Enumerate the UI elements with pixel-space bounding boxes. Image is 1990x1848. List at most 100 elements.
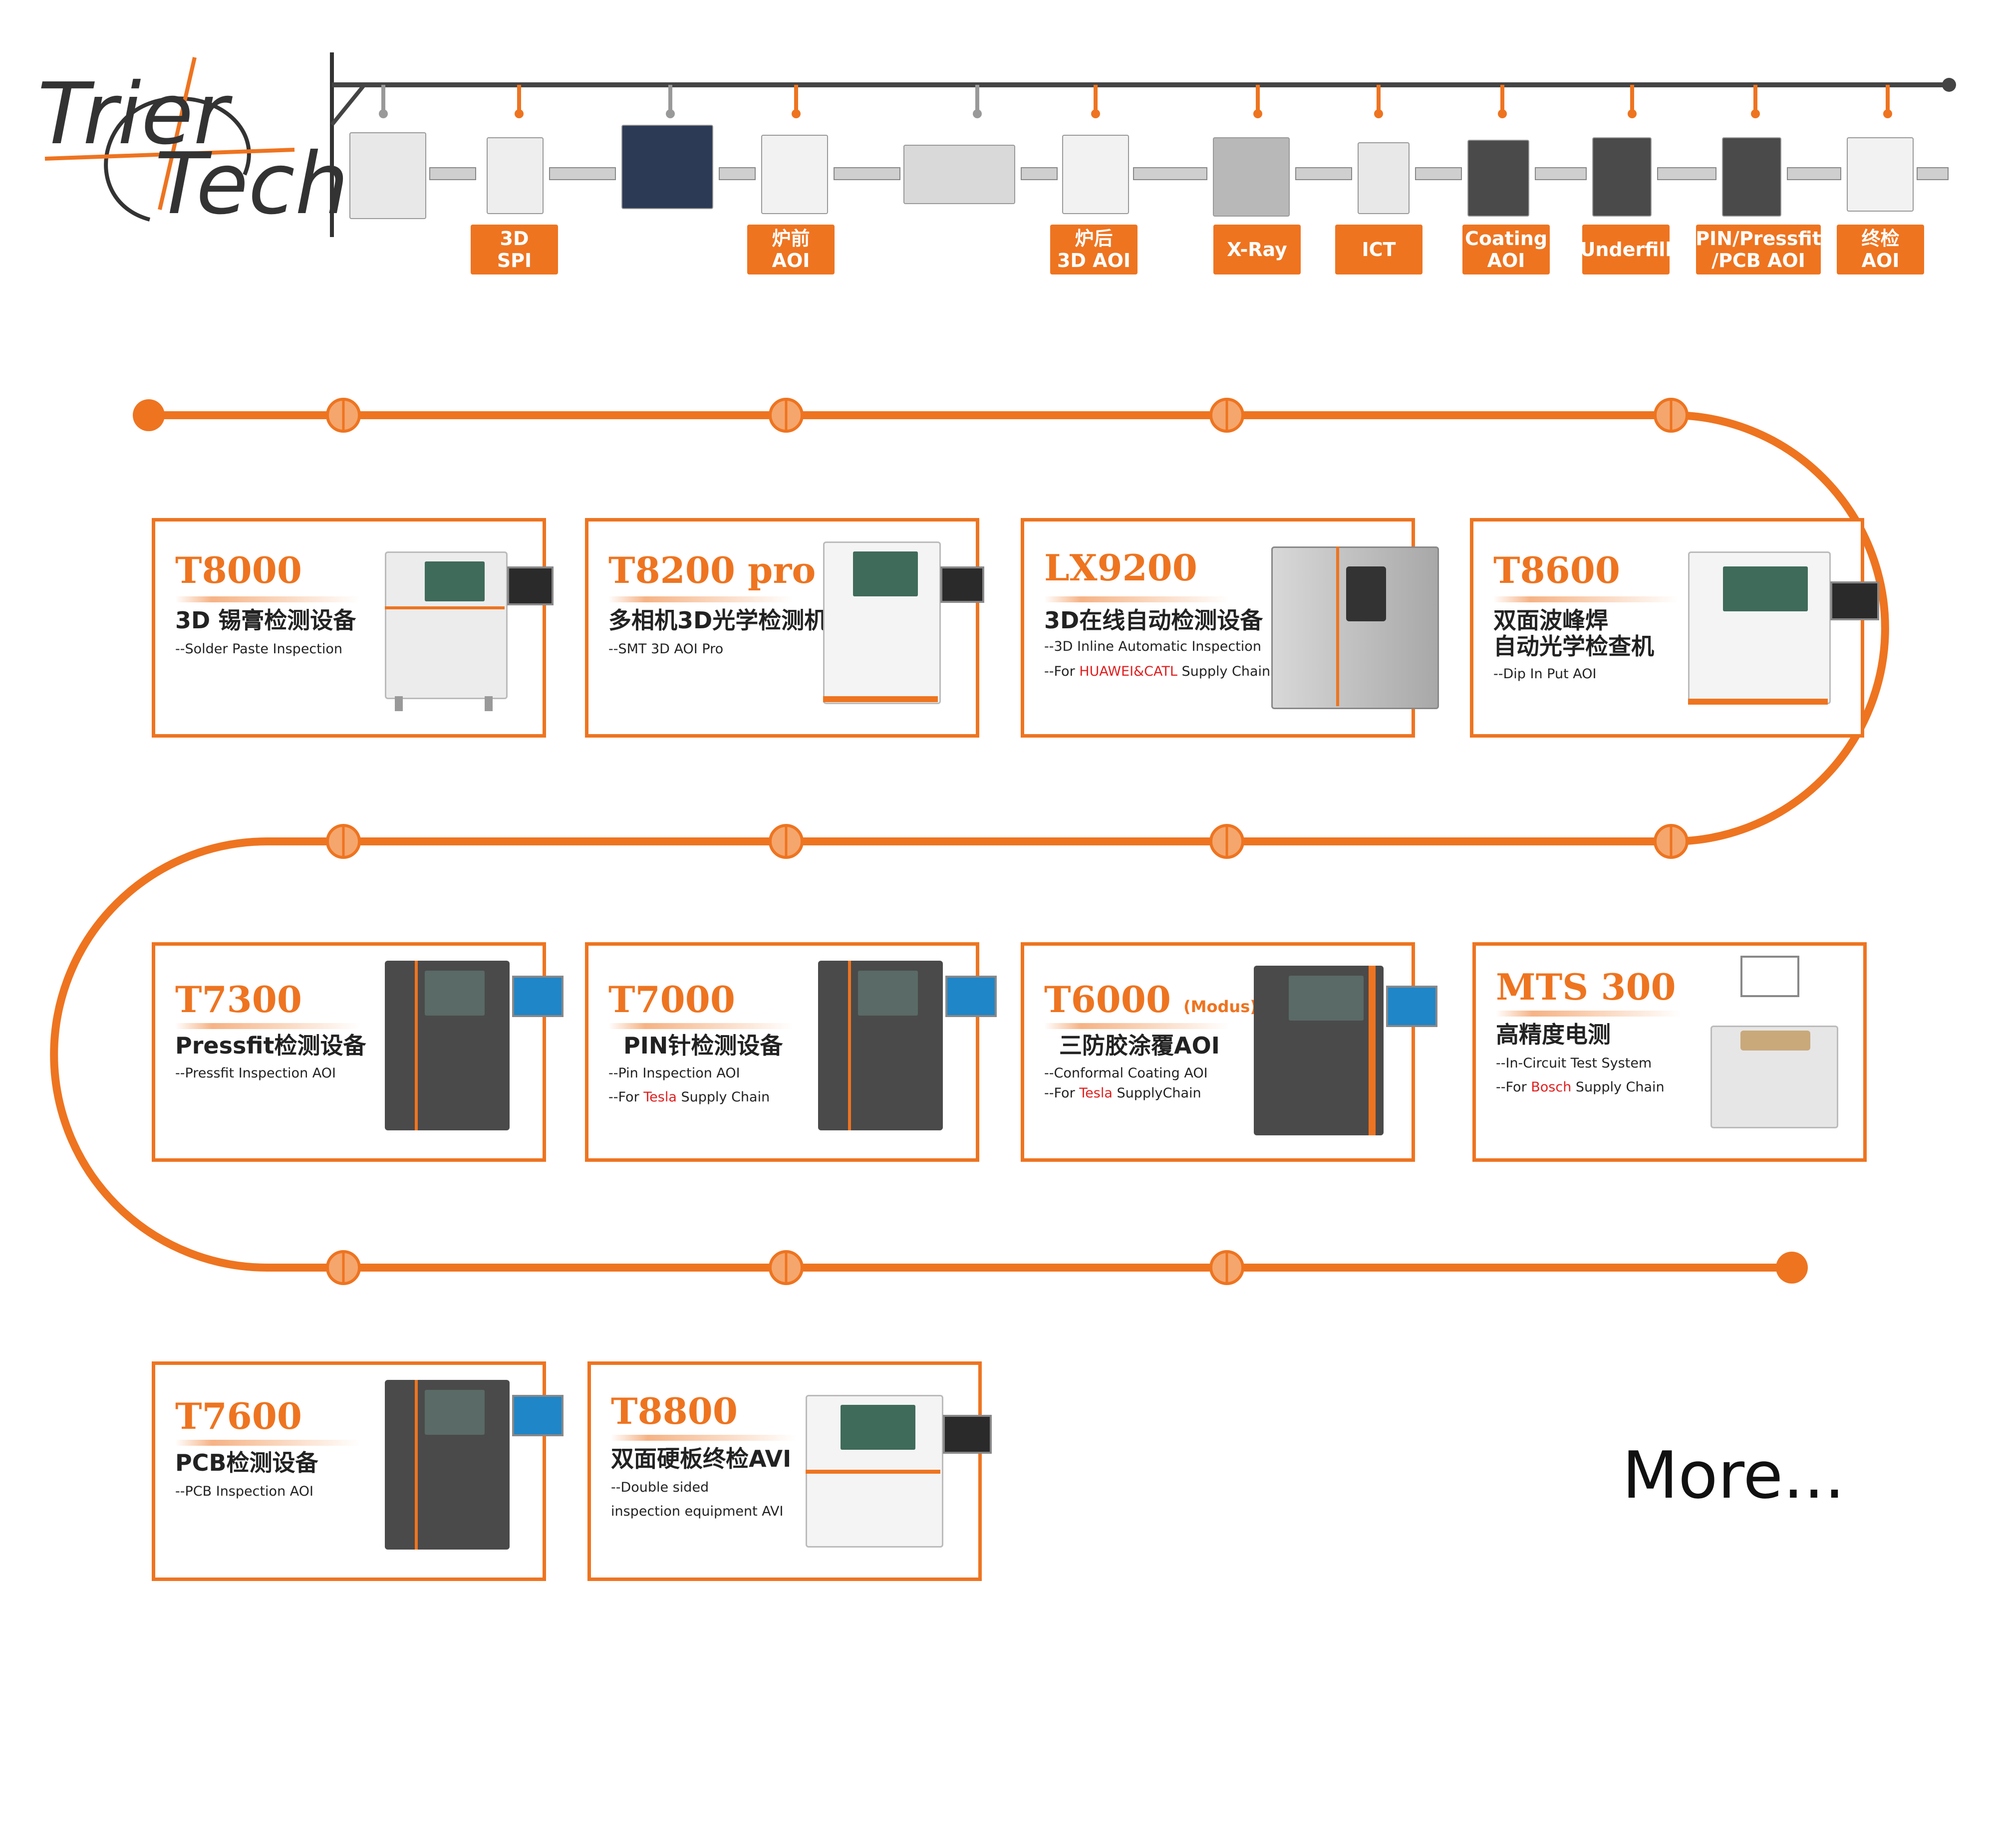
supply-prefix: --For xyxy=(1496,1079,1531,1095)
product-name: PCB检测设备 xyxy=(175,1449,318,1476)
model-name: LX9200 xyxy=(1044,546,1197,589)
product-desc: --Dip In Put AOI xyxy=(1493,666,1597,682)
stage-line1: 终检 xyxy=(1861,228,1900,250)
line-drop-dot xyxy=(379,109,388,118)
conveyor xyxy=(1787,167,1841,180)
product-desc: --Double sided xyxy=(611,1480,709,1495)
stage-line1: Coating xyxy=(1464,228,1548,250)
product-card-t8000[interactable]: T8000 3D 锡膏检测设备 --Solder Paste Inspectio… xyxy=(152,518,554,738)
logo-text-trier: Trier xyxy=(37,65,229,164)
stage-final-aoi: 终检 AOI xyxy=(1837,225,1924,274)
stage-line2: AOI xyxy=(772,250,810,271)
product-desc: --Conformal Coating AOI xyxy=(1044,1065,1208,1081)
product-supply-chain: --For HUAWEI&CATL Supply Chain xyxy=(1044,664,1270,679)
model-name: T8000 xyxy=(175,549,302,591)
product-card-t8600[interactable]: T8600 双面波峰焊 自动光学检查机 --Dip In Put AOI xyxy=(1470,518,1879,738)
stage-ict: ICT xyxy=(1335,225,1422,274)
machine-image xyxy=(1710,956,1840,1150)
stage-x-ray: X-Ray xyxy=(1213,225,1301,274)
line-drop-dot xyxy=(1374,109,1383,118)
model-name: T8200 pro xyxy=(608,549,816,591)
line-machine xyxy=(761,135,828,214)
model-text: T6000 xyxy=(1044,978,1171,1021)
machine-image xyxy=(385,551,554,716)
model-name: T6000 (Modus) xyxy=(1044,978,1257,1021)
supply-suffix: Supply Chain xyxy=(1177,664,1271,679)
stage-pin-pressfit-pcb-aoi: PIN/Pressfit /PCB AOI xyxy=(1696,225,1821,274)
title-underline xyxy=(175,596,360,602)
stage-underfill: Underfill xyxy=(1580,225,1672,274)
product-desc: --Pin Inspection AOI xyxy=(608,1065,740,1081)
process-path xyxy=(50,411,1889,1272)
line-drop-dot xyxy=(1498,109,1507,118)
line-machine xyxy=(1062,135,1129,214)
title-underline xyxy=(1044,596,1229,602)
line-machine xyxy=(349,132,426,219)
model-name: T7000 xyxy=(608,978,735,1021)
product-desc: --Solder Paste Inspection xyxy=(175,641,342,657)
product-desc: --In-Circuit Test System xyxy=(1496,1056,1652,1071)
product-name: PIN针检测设备 xyxy=(623,1032,783,1059)
stage-line1: 炉后 xyxy=(1075,228,1113,250)
line-drop-dot xyxy=(1883,109,1892,118)
more-label: More... xyxy=(1622,1437,1845,1513)
product-card-t8200-pro[interactable]: T8200 pro 多相机3D光学检测机 --SMT 3D AOI Pro xyxy=(585,518,984,738)
product-name: 多相机3D光学检测机 xyxy=(608,607,828,634)
product-card-t7000[interactable]: T7000 PIN针检测设备 --Pin Inspection AOI --Fo… xyxy=(585,942,997,1162)
model-name: T7300 xyxy=(175,978,302,1021)
supply-prefix: --For xyxy=(608,1089,644,1105)
stage-line1: PIN/Pressfit xyxy=(1696,228,1821,250)
conveyor xyxy=(1657,167,1716,180)
conveyor xyxy=(1133,167,1207,180)
conveyor xyxy=(1535,167,1587,180)
supply-suffix: Supply Chain xyxy=(1571,1079,1665,1095)
conveyor xyxy=(719,167,756,180)
product-card-lx9200[interactable]: LX9200 3D在线自动检测设备 --3D Inline Automatic … xyxy=(1021,518,1439,738)
product-desc: --PCB Inspection AOI xyxy=(175,1484,313,1499)
product-card-t6000[interactable]: T6000 (Modus) 三防胶涂覆AOI --Conformal Coati… xyxy=(1021,942,1437,1162)
machine-image xyxy=(806,1385,992,1565)
stage-line1: ICT xyxy=(1362,239,1396,261)
product-supply-chain: --For Tesla Supply Chain xyxy=(608,1089,770,1105)
machine-image xyxy=(385,1380,564,1570)
line-machine xyxy=(1847,137,1914,212)
machine-image xyxy=(1271,546,1441,711)
title-underline xyxy=(608,596,793,602)
product-name: 3D在线自动检测设备 xyxy=(1044,607,1263,634)
product-desc: --Pressfit Inspection AOI xyxy=(175,1065,336,1081)
product-card-mts-300[interactable]: MTS 300 高精度电测 --In-Circuit Test System -… xyxy=(1472,942,1867,1162)
product-card-t8800[interactable]: T8800 双面硬板终检AVI --Double sided inspectio… xyxy=(587,1361,992,1581)
stage-line1: 3D xyxy=(500,228,529,250)
machine-image xyxy=(385,961,564,1150)
line-drop-dot xyxy=(1091,109,1100,118)
stage-line2: 3D AOI xyxy=(1057,250,1131,271)
title-underline xyxy=(175,1440,360,1446)
model-sub: (Modus) xyxy=(1183,997,1257,1016)
line-drop-dot xyxy=(1253,109,1262,118)
supply-highlight: Tesla xyxy=(643,1089,677,1105)
title-underline xyxy=(611,1435,796,1441)
line-drop-dot xyxy=(792,109,801,118)
stage-line2: AOI xyxy=(1487,250,1525,271)
machine-image xyxy=(1688,551,1879,721)
supply-prefix: --For xyxy=(1044,664,1080,679)
model-name: MTS 300 xyxy=(1496,966,1676,1008)
line-drop-dot xyxy=(666,109,675,118)
product-card-t7300[interactable]: T7300 Pressfit检测设备 --Pressfit Inspection… xyxy=(152,942,564,1162)
logo: Trier xyxy=(37,65,228,164)
line-drop-dot xyxy=(1628,109,1637,118)
conveyor xyxy=(834,167,900,180)
conveyor xyxy=(1415,167,1462,180)
product-card-t7600[interactable]: T7600 PCB检测设备 --PCB Inspection AOI xyxy=(152,1361,564,1581)
title-underline xyxy=(1493,596,1678,602)
conveyor xyxy=(1917,167,1949,180)
product-desc: --SMT 3D AOI Pro xyxy=(608,641,724,657)
product-name-line2: 自动光学检查机 xyxy=(1493,633,1654,660)
product-name: Pressfit检测设备 xyxy=(175,1032,366,1059)
supply-suffix: Supply Chain xyxy=(676,1089,770,1105)
product-name: 双面硬板终检AVI xyxy=(611,1445,792,1472)
conveyor xyxy=(1021,167,1058,180)
line-machine xyxy=(903,145,1015,204)
conveyor xyxy=(429,167,476,180)
